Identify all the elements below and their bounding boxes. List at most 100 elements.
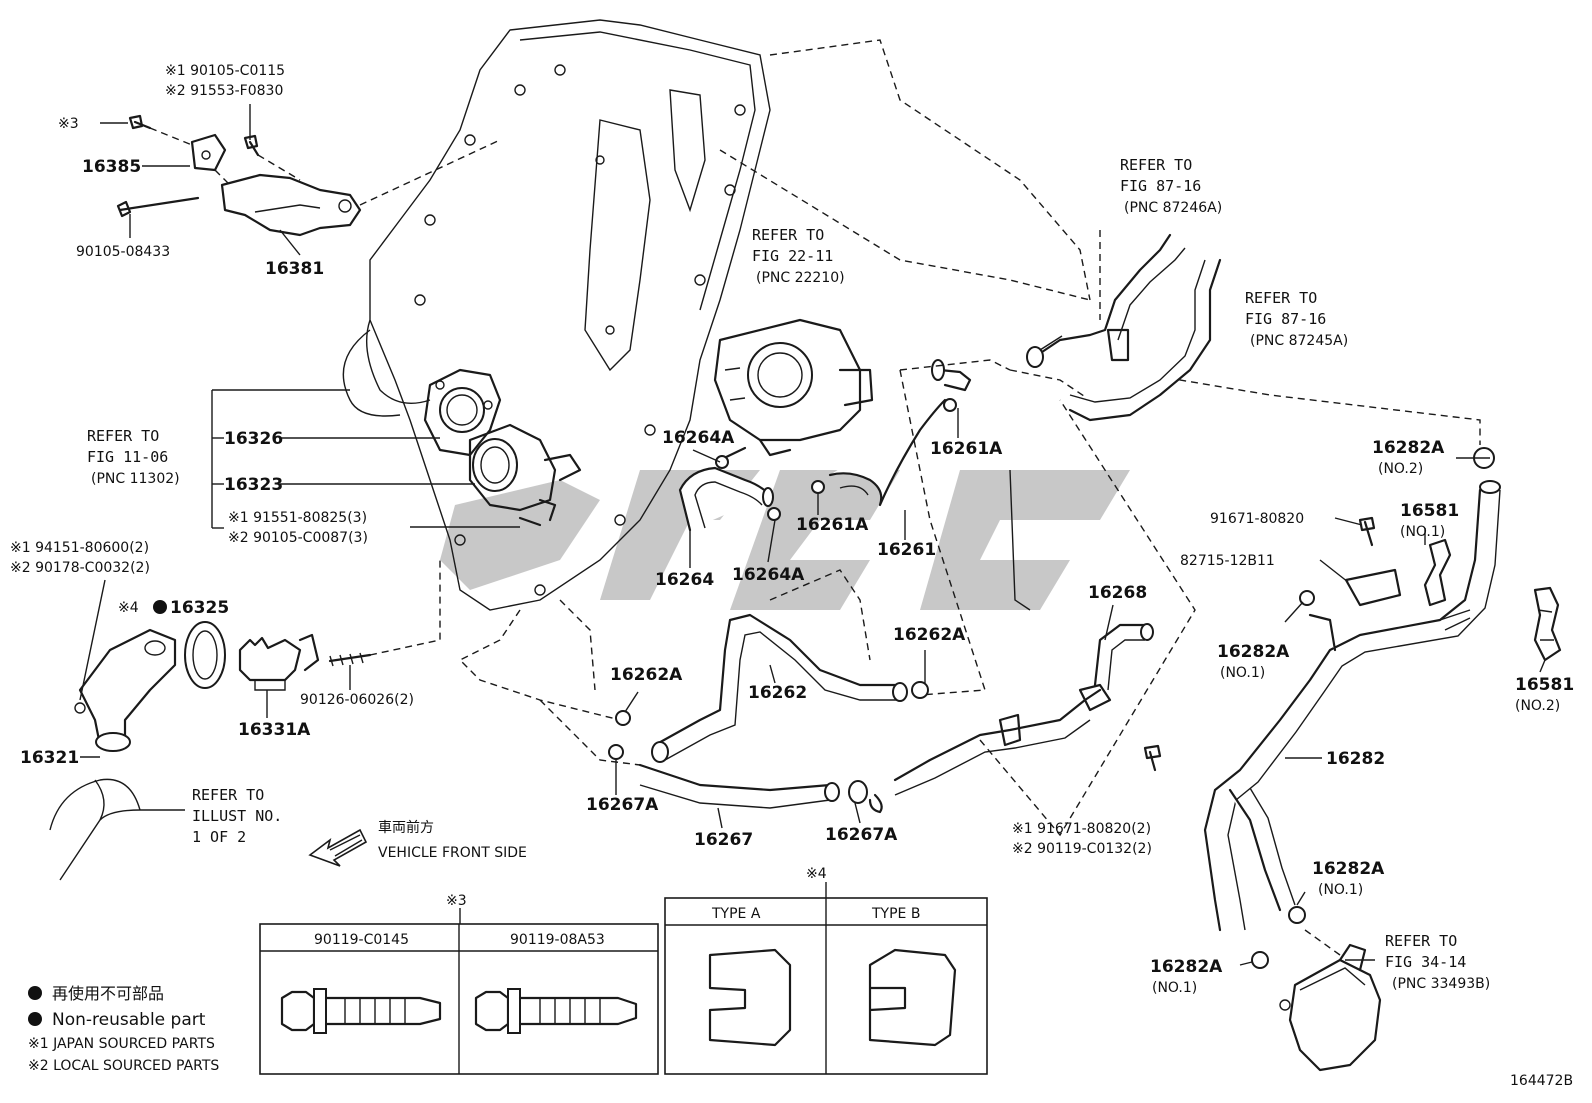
label-no1-c: (NO.1) (1318, 882, 1363, 898)
hose-16261-frame-right (899, 369, 986, 696)
callout-16282A-bottom[interactable]: 16282A (1150, 957, 1223, 977)
callout-16321[interactable]: 16321 (20, 748, 79, 768)
ref-87-16b-l3[interactable]: (PNC 87245A) (1250, 333, 1348, 349)
callout-90119-C0132[interactable]: ※2 90119-C0132(2) (1012, 841, 1152, 857)
water-inlet-housing (423, 368, 582, 527)
ref-87-16b-l2[interactable]: FIG 87-16 (1245, 310, 1326, 328)
callout-16381[interactable]: 16381 (265, 259, 324, 279)
callout-16282A-no2[interactable]: 16282A (1372, 438, 1445, 458)
callout-16264A-bottom[interactable]: 16264A (732, 565, 805, 585)
refer-to-notes: REFER TO FIG 22-11 (PNC 22210) REFER TO … (87, 156, 1490, 992)
ref-34-14-l2[interactable]: FIG 34-14 (1385, 953, 1466, 971)
ref-34-14-l3[interactable]: (PNC 33493B) (1392, 976, 1490, 992)
callout-note3-bolt: ※3 (58, 116, 79, 132)
timing-chain-cover (342, 19, 771, 611)
note3-col-a: 90119-C0145 (314, 932, 409, 948)
legend-note2: ※2 LOCAL SOURCED PARTS (28, 1058, 219, 1074)
ref-11-06-l1[interactable]: REFER TO (87, 427, 159, 445)
ref-22-11-l2[interactable]: FIG 22-11 (752, 247, 833, 265)
legend-dot-en (28, 1012, 42, 1026)
bypass-hoses (678, 359, 972, 532)
hose-clamps-16581 (1344, 516, 1562, 662)
front-label-jp: 車両前方 (378, 819, 434, 836)
legend-en: Non-reusable part (52, 1010, 206, 1030)
gasket-type-a-shape (708, 948, 792, 1047)
callout-16581-top[interactable]: 16581 (1400, 501, 1459, 521)
callout-16581-bottom[interactable]: 16581 (1515, 675, 1574, 695)
callout-16323[interactable]: 16323 (224, 475, 283, 495)
ref-87-16a-l3[interactable]: (PNC 87246A) (1124, 200, 1222, 216)
callout-16267A-right[interactable]: 16267A (825, 825, 898, 845)
engine-outline-dashed (458, 39, 1481, 721)
note4-table-mark: ※4 (806, 866, 827, 882)
callout-16264A-top[interactable]: 16264A (662, 428, 735, 448)
vehicle-front-indicator: 車両前方 VEHICLE FRONT SIDE (308, 819, 527, 867)
callout-91671-80820-a[interactable]: ※1 91671-80820(2) (1012, 821, 1151, 837)
note3-table-mark: ※3 (446, 893, 467, 909)
label-no1-a: (NO.1) (1400, 524, 1445, 540)
bracket-assembly (116, 114, 501, 237)
callout-16331A[interactable]: 16331A (238, 720, 311, 740)
leader-lines (79, 104, 1546, 966)
thermostat-parts (74, 560, 441, 752)
radiator-hose-left (49, 778, 141, 881)
ref-illust-l1[interactable]: REFER TO (192, 786, 264, 804)
callout-90105-08433[interactable]: 90105-08433 (76, 244, 170, 260)
flange-bolt-illustration-b (474, 988, 638, 1034)
callout-16267[interactable]: 16267 (694, 830, 753, 850)
ref-illust-l3[interactable]: 1 OF 2 (192, 828, 246, 846)
callout-16282A-mid[interactable]: 16282A (1217, 642, 1290, 662)
callout-16262[interactable]: 16262 (748, 683, 807, 703)
callout-16264[interactable]: 16264 (655, 570, 714, 590)
callout-90105-C0115[interactable]: ※1 90105-C0115 (165, 63, 285, 79)
watermark-logo (440, 470, 1130, 610)
callout-16282[interactable]: 16282 (1326, 749, 1385, 769)
callout-16267A-left[interactable]: 16267A (586, 795, 659, 815)
throttle-body (713, 318, 874, 457)
ref-illust-l2[interactable]: ILLUST NO. (192, 807, 282, 825)
callout-91551-80825[interactable]: ※1 91551-80825(3) (228, 510, 367, 526)
callout-16268[interactable]: 16268 (1088, 583, 1147, 603)
legend-note1: ※1 JAPAN SOURCED PARTS (28, 1036, 215, 1052)
callouts: ※1 90105-C0115 ※2 91553-F0830 ※3 16385 9… (10, 63, 1574, 996)
callout-16326[interactable]: 16326 (224, 429, 283, 449)
callout-16385[interactable]: 16385 (82, 157, 141, 177)
legend-jp: 再使用不可部品 (52, 984, 164, 1003)
legend-dot-jp (28, 986, 42, 1000)
ref-22-11-l1[interactable]: REFER TO (752, 226, 824, 244)
note3-table: ※3 90119-C0145 90119-08A53 (259, 893, 659, 1075)
non-reusable-dot (153, 600, 167, 614)
callout-90178-C0032[interactable]: ※2 90178-C0032(2) (10, 560, 150, 576)
ref-11-06-l3[interactable]: (PNC 11302) (91, 471, 180, 487)
ref-22-11-l3[interactable]: (PNC 22210) (756, 270, 845, 286)
callout-16261[interactable]: 16261 (877, 540, 936, 560)
ref-11-06-l2[interactable]: FIG 11-06 (87, 448, 168, 466)
figure-id: 164472B (1510, 1073, 1573, 1089)
note4-table: ※4 TYPE A TYPE B (664, 866, 988, 1075)
callout-16282A-low[interactable]: 16282A (1312, 859, 1385, 879)
callout-91553-F0830[interactable]: ※2 91553-F0830 (165, 83, 283, 99)
callout-90105-C0087[interactable]: ※2 90105-C0087(3) (228, 530, 368, 546)
note3-col-b: 90119-08A53 (510, 932, 605, 948)
callout-16261A-top[interactable]: 16261A (930, 439, 1003, 459)
ref-87-16a-l1[interactable]: REFER TO (1120, 156, 1192, 174)
callout-91671-80820-b[interactable]: 91671-80820 (1210, 511, 1304, 527)
vacuum-pump (1279, 929, 1382, 1072)
front-arrow-icon (308, 828, 368, 867)
callout-16262A-left[interactable]: 16262A (610, 665, 683, 685)
heater-inlet-hoses (1009, 230, 1222, 611)
callout-16325[interactable]: 16325 (170, 598, 229, 618)
gasket-type-b-shape (868, 948, 957, 1047)
callout-94151-80600[interactable]: ※1 94151-80600(2) (10, 540, 149, 556)
heater-hoses (539, 399, 1196, 837)
note4-type-a: TYPE A (711, 906, 761, 922)
callout-16262A-right[interactable]: 16262A (893, 625, 966, 645)
ref-87-16b-l1[interactable]: REFER TO (1245, 289, 1317, 307)
ref-87-16a-l2[interactable]: FIG 87-16 (1120, 177, 1201, 195)
callout-90126-06026[interactable]: 90126-06026(2) (300, 692, 414, 708)
callout-16261A-bottom[interactable]: 16261A (796, 515, 869, 535)
ref-34-14-l1[interactable]: REFER TO (1385, 932, 1457, 950)
hose-16282 (1203, 480, 1501, 932)
callout-82715-12B11[interactable]: 82715-12B11 (1180, 553, 1275, 569)
